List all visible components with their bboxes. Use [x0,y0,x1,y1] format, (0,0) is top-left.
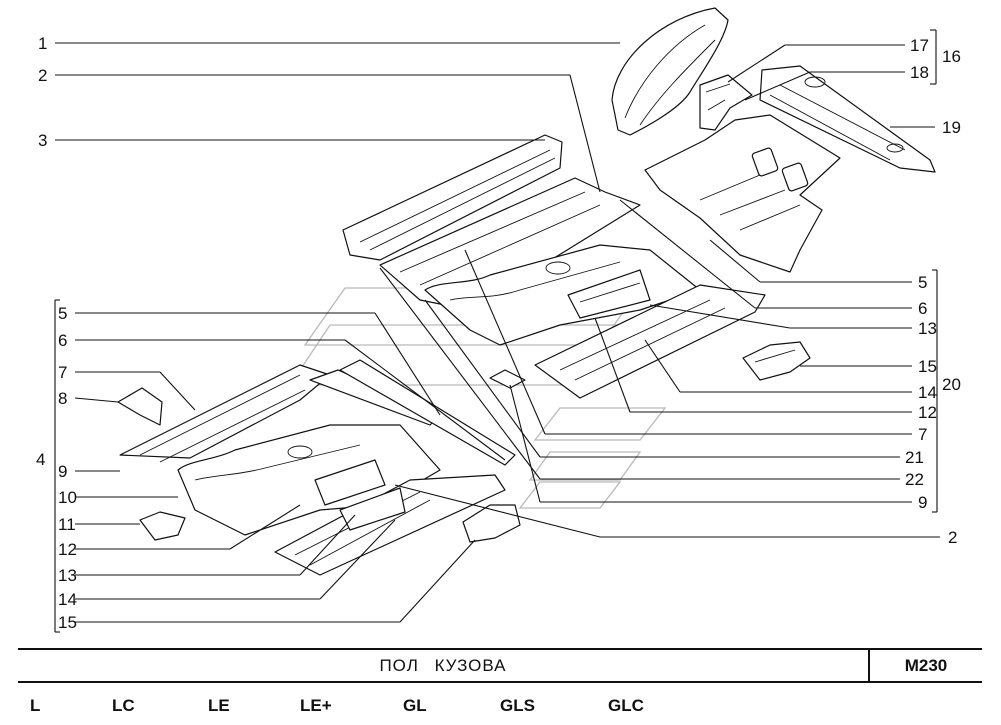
callout-2-top: 2 [38,66,47,85]
part-floor-tunnel-left [177,424,441,536]
callout-9-right: 9 [918,493,927,512]
variant-le[interactable]: LE [208,696,230,715]
part-bracket-11 [139,511,186,541]
callout-13-right: 13 [918,319,937,338]
callout-12-right: 12 [918,403,937,422]
part-clip [489,369,526,389]
callout-21: 21 [905,448,924,467]
part-bracket-15-right [742,341,811,381]
callout-10: 10 [58,488,77,507]
part-cross-member-right [567,269,651,319]
callout-7-right: 7 [918,425,927,444]
variant-lc[interactable]: LC [112,696,135,715]
left-callouts: 1 2 3 4 5 6 7 8 9 10 11 12 13 14 [36,34,620,633]
callout-17: 17 [910,36,929,55]
callout-15-right: 15 [918,357,937,376]
callout-18: 18 [910,63,929,82]
callout-20: 20 [942,375,961,394]
trim-variants: L LC LE LE+ GL GLS GLC [0,696,1001,722]
callout-19: 19 [942,118,961,137]
callout-16: 16 [942,47,961,66]
callout-13-left: 13 [58,566,77,585]
part-bracket-8 [117,387,163,426]
callout-9-left: 9 [58,462,67,481]
callout-22: 22 [905,470,924,489]
body-floor-diagram: 1 2 3 4 5 6 7 8 9 10 11 12 13 14 [36,7,961,633]
callout-14-right: 14 [918,383,937,402]
part-rear-floor [644,114,841,273]
callout-2-right: 2 [948,528,957,547]
code-cell: M230 [870,650,982,681]
callout-7-left: 7 [58,363,67,382]
footer-title-bar: ПОЛ КУЗОВА M230 [18,648,982,683]
variant-gls[interactable]: GLS [500,696,535,715]
callout-5-left: 5 [58,304,67,323]
part-front-floor-right [379,177,641,311]
callout-12-left: 12 [58,540,77,559]
variant-l[interactable]: L [30,696,41,715]
right-callouts: 17 18 16 19 20 5 6 13 15 14 12 7 [379,29,961,547]
part-side-member [342,134,563,261]
callout-4: 4 [36,450,45,469]
title-cell: ПОЛ КУЗОВА [18,650,870,681]
callout-3: 3 [38,131,47,150]
callout-8: 8 [58,389,67,408]
part-rear-seat-pan-right [534,284,766,399]
callout-5-right: 5 [918,273,927,292]
catalog-code: M230 [904,655,948,675]
part-front-floor-left [119,364,331,463]
callout-14-left: 14 [58,590,77,609]
variant-le-plus[interactable]: LE+ [300,696,332,715]
callout-1: 1 [38,34,47,53]
part-rails-left [309,359,516,466]
part-reinforcement-17-18 [699,74,753,131]
callout-6-left: 6 [58,331,67,350]
part-rear-floor-panel [759,65,936,173]
variant-glc[interactable]: GLC [608,696,644,715]
part-bracket-15-left [462,504,521,543]
callout-15-left: 15 [58,613,77,632]
part-cross-member-left [314,459,406,531]
variant-gl[interactable]: GL [403,696,427,715]
callout-6-right: 6 [918,299,927,318]
callout-11: 11 [58,515,76,534]
page-title: ПОЛ КУЗОВА [379,655,507,675]
part-rear-wheel-arch [611,7,729,136]
